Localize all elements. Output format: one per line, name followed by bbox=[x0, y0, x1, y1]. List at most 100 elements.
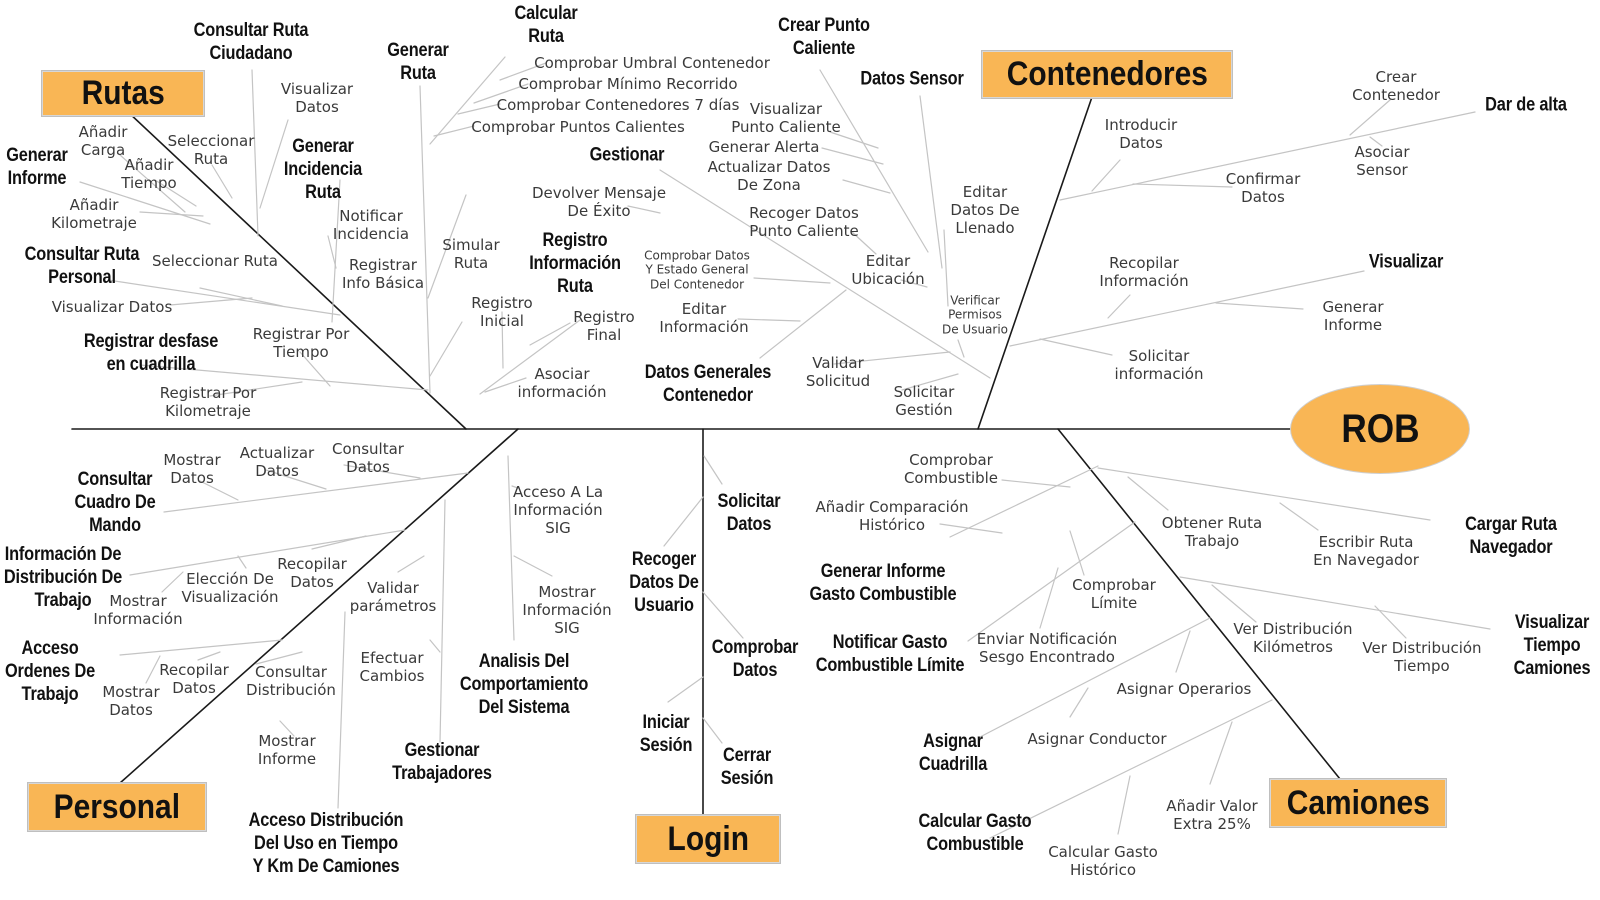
label-comprobar-limite: Comprobar Límite bbox=[1072, 576, 1156, 612]
personal-bone bbox=[119, 428, 519, 784]
label-registro-inicial: Registro Inicial bbox=[471, 294, 533, 330]
label-solicitar-informacion: Solicitar información bbox=[1114, 347, 1204, 383]
label-asociar-sensor: Asociar Sensor bbox=[1354, 143, 1410, 179]
label-asignar-conductor: Asignar Conductor bbox=[1027, 730, 1167, 748]
label-gestionar: Gestionar bbox=[589, 144, 665, 166]
label-comprobar-datos: Comprobar Datos bbox=[711, 637, 799, 681]
label-editar-informacion: Editar Información bbox=[659, 300, 749, 336]
label-notificar-incidencia: Notificar Incidencia bbox=[332, 207, 410, 243]
label-registro-final: Registro Final bbox=[573, 308, 635, 344]
label-validar-parametros: Validar parámetros bbox=[349, 579, 437, 615]
label-obtener-ruta-trabajo: Obtener Ruta Trabajo bbox=[1161, 514, 1263, 550]
label-comprobar-datos-estado: Comprobar Datos Y Estado General Del Con… bbox=[644, 248, 750, 292]
label-anadir-kilometraje: Añadir Kilometraje bbox=[51, 196, 137, 232]
label-asociar-informacion: Asociar información bbox=[517, 365, 607, 401]
label-consultar-datos: Consultar Datos bbox=[332, 440, 404, 476]
label-anadir-tiempo: Añadir Tiempo bbox=[121, 156, 177, 192]
label-acceso-informacion-sig: Acceso A La Información SIG bbox=[512, 483, 604, 537]
label-recoger-datos-punto-caliente: Recoger Datos Punto Caliente bbox=[749, 204, 859, 240]
label-informacion-distribucion-trabajo: Información De Distribución De Trabajo bbox=[3, 543, 123, 611]
main-lines bbox=[71, 96, 1341, 816]
label-comprobar-combustible: Comprobar Combustible bbox=[903, 451, 999, 487]
label-cerrar-sesion: Cerrar Sesión bbox=[720, 745, 774, 789]
label-confirmar-datos: Confirmar Datos bbox=[1225, 170, 1301, 206]
label-solicitar-datos: Solicitar Datos bbox=[717, 491, 781, 535]
label-acceso-distribucion-camiones: Acceso Distribución Del Uso en Tiempo Y … bbox=[248, 809, 404, 877]
label-registrar-por-kilometraje: Registrar Por Kilometraje bbox=[159, 384, 257, 420]
label-visualizar-datos-2: Visualizar Datos bbox=[51, 298, 173, 316]
label-gestionar-trabajadores: Gestionar Trabajadores bbox=[392, 740, 492, 784]
label-efectuar-cambios: Efectuar Cambios bbox=[359, 649, 425, 685]
label-consultar-distribucion: Consultar Distribución bbox=[246, 663, 336, 699]
label-mostrar-informacion: Mostrar Información bbox=[93, 592, 183, 628]
label-generar-informe-contenedor: Generar Informe bbox=[1322, 298, 1384, 334]
label-validar-solicitud: Validar Solicitud bbox=[805, 354, 871, 390]
head-rob: ROB bbox=[1290, 384, 1470, 474]
category-personal: Personal bbox=[28, 783, 206, 831]
label-iniciar-sesion: Iniciar Sesión bbox=[639, 712, 693, 756]
branch-lines bbox=[79, 56, 1491, 839]
label-mostrar-informacion-sig: Mostrar Información SIG bbox=[522, 583, 612, 637]
label-visualizar-tiempo-camiones: Visualizar Tiempo Camiones bbox=[1513, 611, 1591, 679]
label-recopilar-informacion: Recopilar Información bbox=[1099, 254, 1189, 290]
label-escribir-ruta-navegador: Escribir Ruta En Navegador bbox=[1313, 533, 1419, 569]
label-comprobar-puntos-calientes: Comprobar Puntos Calientes bbox=[471, 118, 685, 136]
label-comprobar-umbral-contenedor: Comprobar Umbral Contenedor bbox=[534, 54, 770, 72]
label-verificar-permisos-usuario: Verificar Permisos De Usuario bbox=[941, 293, 1009, 337]
label-consultar-cuadro-de-mando: Consultar Cuadro De Mando bbox=[74, 468, 156, 536]
label-generar-ruta: Generar Ruta bbox=[387, 40, 449, 84]
category-camiones: Camiones bbox=[1270, 779, 1446, 827]
category-contenedores: Contenedores bbox=[982, 51, 1232, 98]
label-actualizar-datos-zona: Actualizar Datos De Zona bbox=[707, 158, 831, 194]
label-enviar-notificacion-sesgo: Enviar Notificación Sesgo Encontrado bbox=[976, 630, 1118, 666]
label-consultar-ruta-personal: Consultar Ruta Personal bbox=[24, 244, 140, 288]
label-comprobar-contenedores-7-dias: Comprobar Contenedores 7 días bbox=[496, 96, 740, 114]
label-introducir-datos: Introducir Datos bbox=[1104, 116, 1178, 152]
label-analisis-comportamiento-sistema: Analisis Del Comportamiento Del Sistema bbox=[459, 650, 589, 718]
label-calcular-gasto-historico: Calcular Gasto Histórico bbox=[1048, 843, 1158, 879]
label-generar-incidencia-ruta: Generar Incidencia Ruta bbox=[283, 135, 363, 203]
contenedores-bone bbox=[977, 96, 1093, 430]
label-mostrar-informe: Mostrar Informe bbox=[257, 732, 317, 768]
label-calcular-ruta: Calcular Ruta bbox=[514, 3, 578, 47]
label-consultar-ruta-ciudadano: Consultar Ruta Ciudadano bbox=[193, 20, 309, 64]
label-registrar-por-tiempo: Registrar Por Tiempo bbox=[252, 325, 350, 361]
label-comprobar-minimo-recorrido: Comprobar Mínimo Recorrido bbox=[518, 75, 738, 93]
label-recoger-datos-usuario: Recoger Datos De Usuario bbox=[629, 548, 699, 616]
label-asignar-operarios: Asignar Operarios bbox=[1116, 680, 1252, 698]
label-registrar-desfase: Registrar desfase en cuadrilla bbox=[83, 331, 219, 375]
label-ver-distribucion-tiempo: Ver Distribución Tiempo bbox=[1362, 639, 1482, 675]
label-notificar-gasto-combustible-limite: Notificar Gasto Combustible Límite bbox=[815, 632, 965, 676]
label-datos-generales-contenedor: Datos Generales Contenedor bbox=[644, 362, 772, 406]
label-mostrar-datos: Mostrar Datos bbox=[163, 451, 221, 487]
label-calcular-gasto-combustible: Calcular Gasto Combustible bbox=[918, 811, 1032, 855]
label-asignar-cuadrilla: Asignar Cuadrilla bbox=[918, 731, 988, 775]
label-simular-ruta: Simular Ruta bbox=[442, 236, 500, 272]
label-cargar-ruta-navegador: Cargar Ruta Navegador bbox=[1465, 514, 1557, 558]
category-login: Login bbox=[636, 815, 780, 863]
label-anadir-comparacion-historico: Añadir Comparación Histórico bbox=[815, 498, 969, 534]
label-generar-alerta: Generar Alerta bbox=[708, 138, 820, 156]
label-actualizar-datos: Actualizar Datos bbox=[239, 444, 315, 480]
camiones-bone bbox=[1057, 428, 1341, 780]
label-editar-ubicacion: Editar Ubicación bbox=[851, 252, 925, 288]
label-anadir-valor-extra: Añadir Valor Extra 25% bbox=[1166, 797, 1258, 833]
label-recopilar-datos: Recopilar Datos bbox=[277, 555, 347, 591]
label-mostrar-datos-2: Mostrar Datos bbox=[102, 683, 160, 719]
category-rutas: Rutas bbox=[42, 71, 204, 116]
label-datos-sensor: Datos Sensor bbox=[860, 68, 964, 90]
label-devolver-mensaje-exito: Devolver Mensaje De Éxito bbox=[531, 184, 667, 220]
label-generar-informe-gasto: Generar Informe Gasto Combustible bbox=[809, 561, 957, 605]
label-seleccionar-ruta-2: Seleccionar Ruta bbox=[152, 252, 278, 270]
label-crear-contenedor: Crear Contenedor bbox=[1352, 68, 1440, 104]
label-eleccion-visualizacion: Elección De Visualización bbox=[181, 570, 279, 606]
label-visualizar-punto-caliente: Visualizar Punto Caliente bbox=[731, 100, 841, 136]
label-recopilar-datos-2: Recopilar Datos bbox=[159, 661, 229, 697]
label-visualizar-datos: Visualizar Datos bbox=[280, 80, 354, 116]
label-dar-de-alta: Dar de alta bbox=[1485, 94, 1567, 116]
rutas-bone bbox=[127, 111, 467, 430]
label-registro-informacion-ruta: Registro Información Ruta bbox=[529, 229, 621, 297]
label-crear-punto-caliente: Crear Punto Caliente bbox=[778, 15, 870, 59]
